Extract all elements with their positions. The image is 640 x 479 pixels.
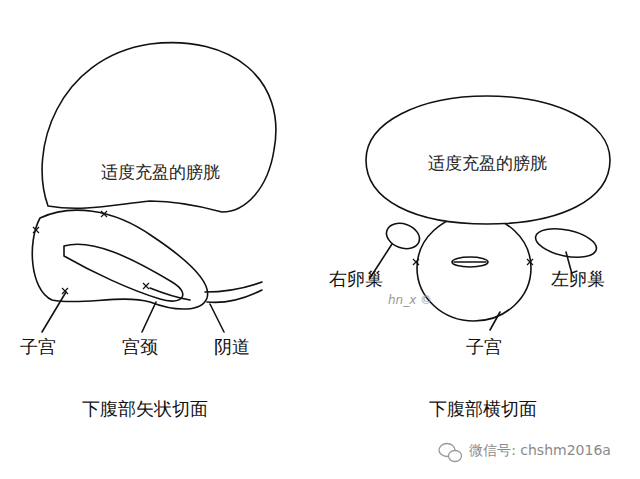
uterus-transverse [417,215,531,321]
leader-line [142,302,156,332]
wechat-icon [439,444,462,462]
watermark: hn_x © [388,293,432,307]
leader-line [42,292,66,332]
part-label: 阴道 [214,336,250,358]
part-label: 宫颈 [122,336,158,358]
uterus-outline [32,210,207,309]
section-caption: 下腹部矢状切面 [82,398,208,420]
bladder-outline [366,96,610,224]
part-label: 子宫 [466,336,502,358]
uterine-cavity [452,257,488,267]
bladder-outline [42,43,276,212]
uterine-cavity [64,244,183,301]
section-caption: 下腹部横切面 [429,398,537,420]
bladder-outline [26,36,288,221]
leader-line [210,304,224,332]
uterine-cavity-line [454,261,486,263]
bladder-shape: 适度充盈的膀胱 [360,90,616,230]
part-label: 左卵巢 [551,268,605,290]
leader-line [490,312,500,330]
vagina [207,290,262,302]
bladder-shape: 适度充盈的膀胱 [26,36,288,221]
organ-name: 适度充盈的膀胱 [101,161,220,184]
organ-name: 适度充盈的膀胱 [428,152,547,175]
left-ovary [533,224,599,262]
part-label: 子宫 [20,336,56,358]
vagina [205,282,262,292]
cervix-canal [150,288,190,300]
watermark: 微信号: chshm2016a [469,442,611,459]
part-label: 右卵巢 [329,268,383,290]
